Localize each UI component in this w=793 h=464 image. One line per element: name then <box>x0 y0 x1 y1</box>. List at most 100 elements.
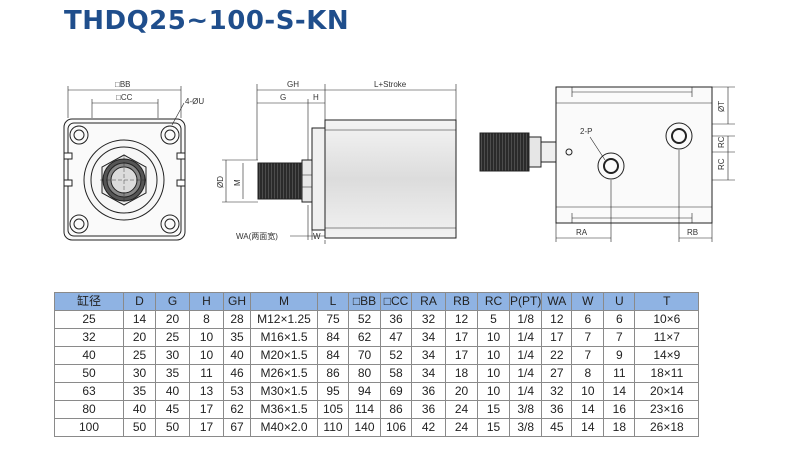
table-cell: 36 <box>411 382 446 401</box>
table-cell: 17 <box>189 418 224 437</box>
table-cell: M12×1.25 <box>250 310 318 329</box>
table-cell: 11 <box>189 364 224 383</box>
table-cell: 36 <box>541 400 573 419</box>
table-cell: 20 <box>123 328 156 347</box>
table-cell: 34 <box>411 346 446 365</box>
table-cell: 26×18 <box>634 418 700 437</box>
table-cell: 25 <box>123 346 156 365</box>
table-cell: 25 <box>155 328 190 347</box>
column-header: WA <box>541 292 573 311</box>
table-cell: 15 <box>477 400 510 419</box>
column-header: RB <box>445 292 478 311</box>
table-cell: M40×2.0 <box>250 418 318 437</box>
table-cell: 18 <box>445 364 478 383</box>
table-cell: 95 <box>317 382 349 401</box>
table-cell: 17 <box>541 328 573 347</box>
table-cell: 52 <box>380 346 412 365</box>
table-cell: 12 <box>541 310 573 329</box>
column-header: RC <box>477 292 510 311</box>
dim-m-label: M <box>233 179 242 186</box>
dim-rc1-label: RC <box>717 136 726 148</box>
table-cell: 14 <box>571 400 605 419</box>
table-cell: 1/4 <box>508 364 543 383</box>
dim-h-label: H <box>313 93 319 102</box>
table-cell: 3/8 <box>508 400 543 419</box>
table-cell: 16 <box>603 400 636 419</box>
table-cell: 34 <box>411 364 446 383</box>
table-cell: 17 <box>445 346 478 365</box>
dim-stroke-label: L+Stroke <box>374 80 407 89</box>
column-header: RA <box>411 292 446 311</box>
table-cell: 14×9 <box>634 346 700 365</box>
table-cell: 80 <box>54 400 124 419</box>
table-cell: 15 <box>477 418 510 437</box>
table-cell: 40 <box>54 346 124 365</box>
table-cell: 94 <box>348 382 381 401</box>
table-cell: 63 <box>54 382 124 401</box>
table-cell: 30 <box>155 346 190 365</box>
table-cell: 18×11 <box>634 364 700 383</box>
table-cell: 28 <box>223 310 251 329</box>
column-header: L <box>317 292 349 311</box>
table-cell: 75 <box>317 310 349 329</box>
dim-cc-label: □CC <box>116 93 133 102</box>
table-cell: M20×1.5 <box>250 346 318 365</box>
dim-bb-label: □BB <box>115 80 131 89</box>
table-cell: 14 <box>571 418 605 437</box>
table-cell: 86 <box>380 400 412 419</box>
dim-gh-label: GH <box>287 80 299 89</box>
table-cell: 35 <box>223 328 251 347</box>
side-view <box>222 84 457 244</box>
table-cell: 24 <box>445 418 478 437</box>
table-cell: 5 <box>477 310 510 329</box>
table-cell: 14 <box>603 382 636 401</box>
table-cell: 7 <box>571 346 605 365</box>
column-header: G <box>155 292 190 311</box>
table-cell: 8 <box>571 364 605 383</box>
table-cell: 20 <box>445 382 478 401</box>
table-cell: 3/8 <box>508 418 543 437</box>
table-cell: 30 <box>123 364 156 383</box>
table-cell: M16×1.5 <box>250 328 318 347</box>
table-cell: M26×1.5 <box>250 364 318 383</box>
column-header: W <box>571 292 605 311</box>
table-cell: 10 <box>477 346 510 365</box>
table-cell: 7 <box>603 328 636 347</box>
table-cell: 10 <box>477 328 510 347</box>
dim-wa-label: WA(两面宽) <box>236 231 278 241</box>
table-cell: 100 <box>54 418 124 437</box>
table-cell: 17 <box>189 400 224 419</box>
table-cell: 45 <box>541 418 573 437</box>
table-cell: 50 <box>54 364 124 383</box>
table-cell: 35 <box>155 364 190 383</box>
table-cell: 27 <box>541 364 573 383</box>
table-cell: 84 <box>317 328 349 347</box>
page-title: THDQ25~100-S-KN <box>64 6 350 36</box>
table-cell: 20 <box>155 310 190 329</box>
table-cell: 34 <box>411 328 446 347</box>
column-header: □BB <box>348 292 381 311</box>
table-cell: 105 <box>317 400 349 419</box>
table-cell: 106 <box>380 418 412 437</box>
dim-t-label: ØT <box>717 101 726 112</box>
table-cell: 53 <box>223 382 251 401</box>
column-header: GH <box>223 292 251 311</box>
table-cell: 1/8 <box>508 310 543 329</box>
table-cell: 84 <box>317 346 349 365</box>
table-cell: 14 <box>123 310 156 329</box>
table-cell: 32 <box>541 382 573 401</box>
table-cell: 1/4 <box>508 328 543 347</box>
dim-g-label: G <box>280 93 286 102</box>
table-cell: M30×1.5 <box>250 382 318 401</box>
table-cell: 35 <box>123 382 156 401</box>
table-cell: 22 <box>541 346 573 365</box>
table-cell: 110 <box>317 418 349 437</box>
column-header: M <box>250 292 318 311</box>
table-cell: 70 <box>348 346 381 365</box>
table-cell: 10 <box>571 382 605 401</box>
